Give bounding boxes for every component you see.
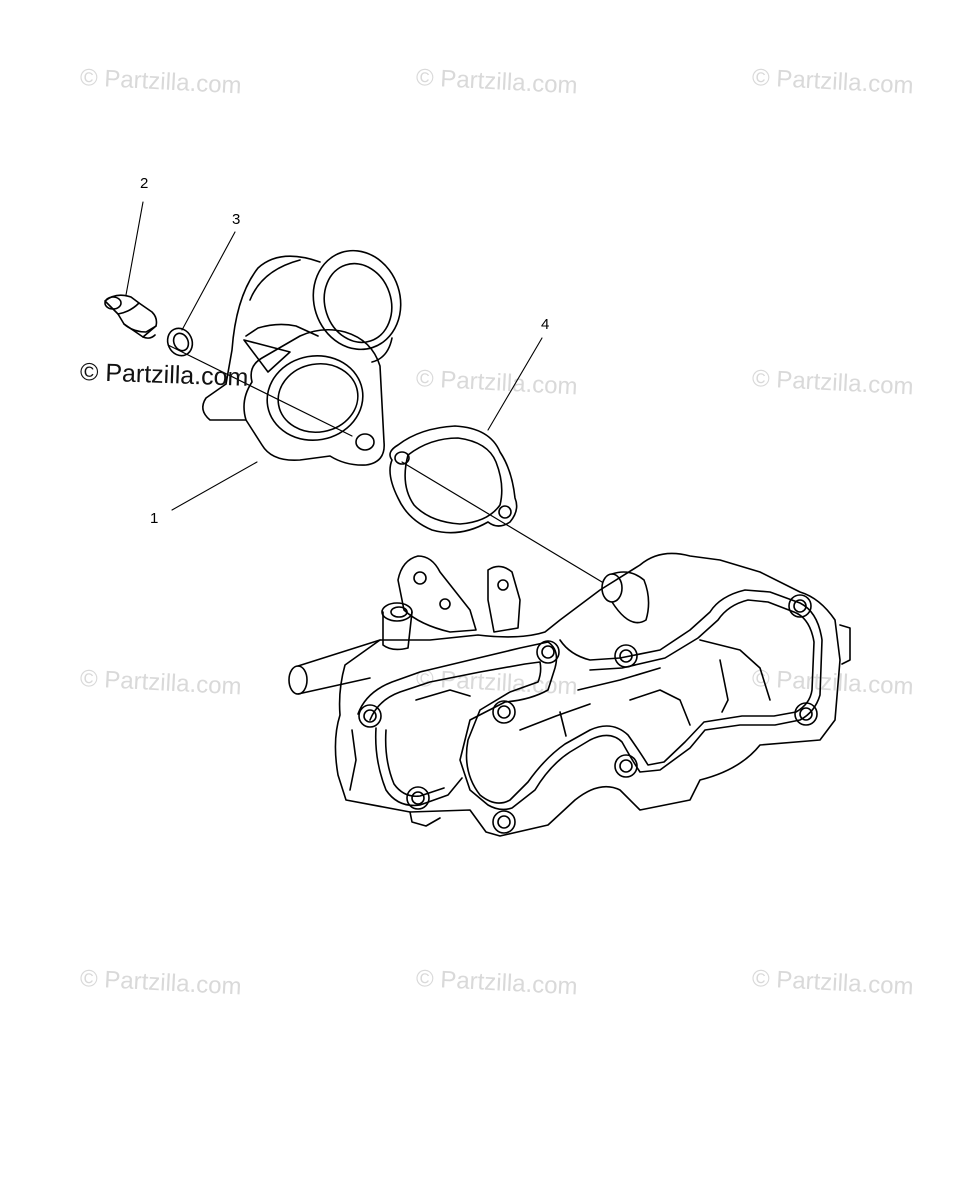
washer-part <box>166 327 194 357</box>
assembly-centerline <box>167 344 603 583</box>
cylinder-head-part <box>288 552 851 837</box>
thermostat-housing-part <box>202 249 402 466</box>
callout-2: 2 <box>140 175 148 192</box>
callout-1: 1 <box>150 510 158 527</box>
bolt-part <box>104 294 158 339</box>
callout-leaders <box>125 201 543 511</box>
head-bolt-holes <box>358 594 818 834</box>
callout-4: 4 <box>541 316 549 333</box>
gasket-part <box>389 425 518 534</box>
callout-3: 3 <box>232 211 240 228</box>
